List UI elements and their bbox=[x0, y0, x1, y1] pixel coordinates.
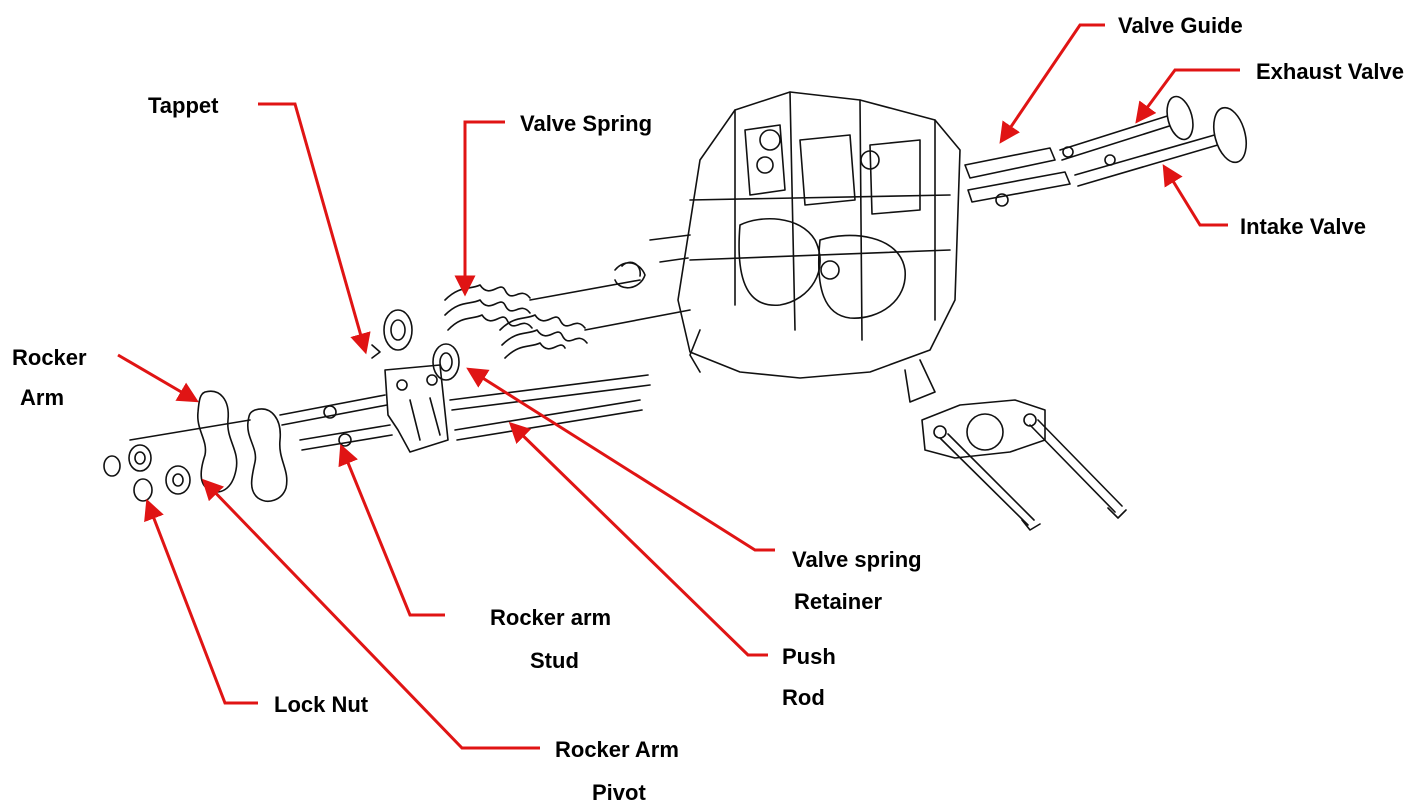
leader-rocker-arm-stud bbox=[338, 443, 445, 617]
label-valve-spring-retainer-line2: Retainer bbox=[794, 589, 882, 614]
label-push-rod-line2: Rod bbox=[782, 685, 825, 710]
label-tappet: Tappet bbox=[148, 93, 219, 118]
rocker-support-plate bbox=[384, 364, 449, 453]
leader-rocker-arm-pivot bbox=[201, 478, 540, 750]
label-valve-spring-retainer-line1: Valve spring bbox=[792, 547, 922, 572]
label-rocker-arm-line1: Rocker bbox=[12, 345, 87, 370]
labels: Valve Guide Exhaust Valve Intake Valve T… bbox=[12, 13, 1404, 805]
label-intake-valve: Intake Valve bbox=[1240, 214, 1366, 239]
label-exhaust-valve: Exhaust Valve bbox=[1256, 59, 1404, 84]
label-valve-spring: Valve Spring bbox=[520, 111, 652, 136]
leader-valve-spring bbox=[454, 120, 505, 297]
label-valve-guide: Valve Guide bbox=[1118, 13, 1243, 38]
cylinder-head-assembly bbox=[649, 91, 961, 403]
valve-guides-and-valves bbox=[964, 95, 1248, 207]
rocker-arms bbox=[197, 390, 288, 502]
leader-rocker-arm bbox=[117, 353, 199, 403]
label-push-rod-line1: Push bbox=[782, 644, 836, 669]
manifold-flange bbox=[921, 399, 1127, 531]
leader-valve-spring-retainer bbox=[466, 367, 775, 552]
leader-intake-valve bbox=[1162, 164, 1228, 227]
lock-nuts-and-pivots bbox=[103, 419, 251, 502]
label-lock-nut: Lock Nut bbox=[274, 692, 369, 717]
valve-springs bbox=[444, 261, 691, 359]
label-rocker-arm-stud-line2: Stud bbox=[530, 648, 579, 673]
leader-valve-guide bbox=[999, 23, 1105, 144]
valve-spring-retainers bbox=[371, 309, 460, 381]
label-rocker-arm-pivot-line2: Pivot bbox=[592, 780, 646, 805]
leader-tappet bbox=[258, 102, 371, 355]
push-rods bbox=[449, 374, 651, 441]
leader-lock-nut bbox=[144, 498, 258, 705]
rocker-arm-studs bbox=[279, 394, 393, 451]
leader-lines bbox=[117, 23, 1240, 750]
leader-push-rod bbox=[508, 421, 768, 657]
label-rocker-arm-pivot-line1: Rocker Arm bbox=[555, 737, 679, 762]
label-rocker-arm-stud-line1: Rocker arm bbox=[490, 605, 611, 630]
leader-exhaust-valve bbox=[1135, 68, 1240, 124]
label-rocker-arm-line2: Arm bbox=[20, 385, 64, 410]
